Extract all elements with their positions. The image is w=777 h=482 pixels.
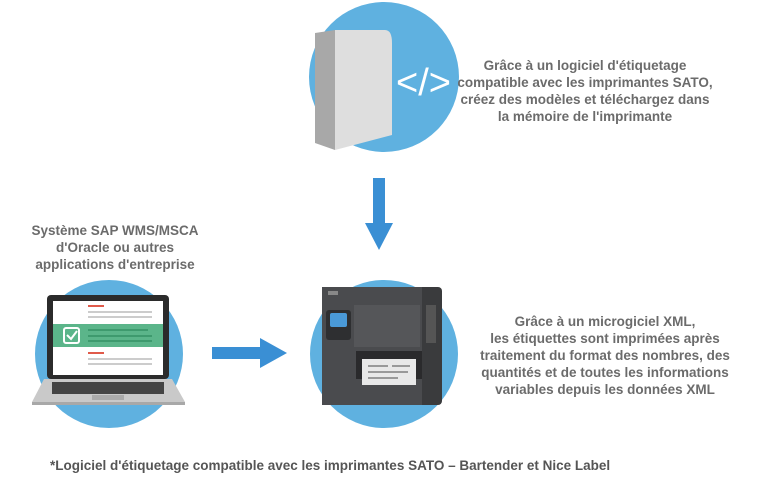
text-line: Grâce à un logiciel d'étiquetage	[483, 58, 687, 73]
text-line: traitement du format des nombres, des	[480, 348, 730, 363]
text-line: les étiquettes sont imprimées après	[490, 331, 720, 346]
code-icon: </>	[396, 62, 451, 104]
right-description: Grâce à un microgiciel XML, les étiquett…	[455, 313, 755, 398]
printer-icon	[322, 287, 442, 405]
top-description: Grâce à un logiciel d'étiquetage compati…	[455, 57, 715, 125]
text-line: d'Oracle ou autres	[56, 240, 174, 255]
text-line: variables depuis les données XML	[495, 382, 715, 397]
arrow-right-icon	[212, 338, 287, 368]
text-line: Système SAP WMS/MSCA	[31, 223, 199, 238]
text-line: quantités et de toutes les informations	[481, 365, 729, 380]
laptop-icon	[32, 295, 185, 405]
text-line: la mémoire de l'imprimante	[497, 109, 673, 124]
footnote: *Logiciel d'étiquetage compatible avec l…	[50, 458, 611, 473]
text-line: compatible avec les imprimantes SATO,	[457, 75, 713, 90]
arrow-down-icon	[365, 178, 393, 250]
text-line: créez des modèles et téléchargez dans	[460, 92, 710, 107]
left-description: Système SAP WMS/MSCA d'Oracle ou autres …	[20, 222, 210, 273]
text-line: Grâce à un microgiciel XML,	[514, 314, 696, 329]
text-line: applications d'entreprise	[35, 257, 195, 272]
software-box-icon	[315, 30, 392, 150]
